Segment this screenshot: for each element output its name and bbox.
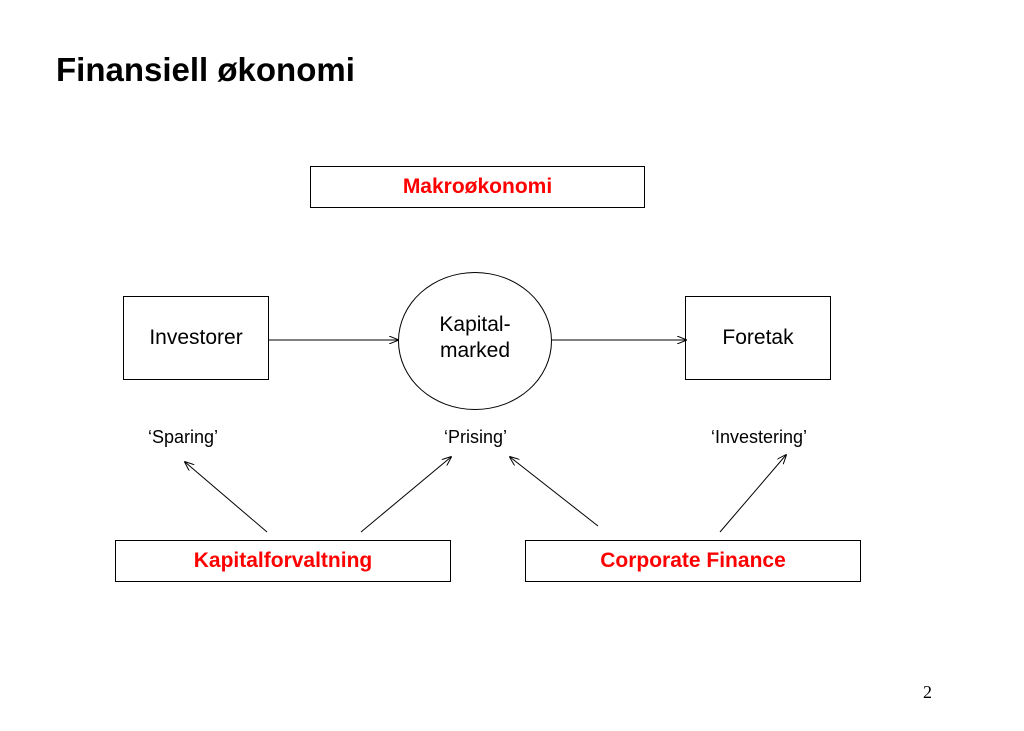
prising-caption: ‘Prising’ (444, 427, 508, 447)
makrookonomi-label: Makroøkonomi (402, 175, 553, 198)
arrow-kapitalforvaltning-to-prising (360, 457, 451, 533)
kapitalforvaltning-label: Kapitalforvaltning (193, 549, 373, 572)
foretak-box: Foretak (685, 296, 831, 380)
page-number: 2 (923, 682, 932, 702)
slide-title: Finansiell økonomi (56, 51, 355, 88)
arrow-kapitalforvaltning-to-sparing (185, 462, 268, 533)
kapitalforvaltning-box: Kapitalforvaltning (115, 540, 451, 582)
corporate-finance-box: Corporate Finance (525, 540, 861, 582)
kapitalmarked-label-line2: marked (439, 339, 510, 362)
corporate-finance-label: Corporate Finance (600, 549, 786, 572)
foretak-label: Foretak (722, 326, 794, 349)
sparing-caption: ‘Sparing’ (148, 427, 219, 447)
arrow-corporate-finance-to-prising (510, 457, 599, 527)
makrookonomi-box: Makroøkonomi (310, 166, 645, 208)
arrow-corporate-finance-to-investering (719, 455, 786, 533)
investorer-box: Investorer (123, 296, 269, 380)
kapitalmarked-label-line1: Kapital- (439, 313, 511, 336)
investorer-label: Investorer (149, 326, 243, 349)
kapitalmarked-ellipse: Kapital- marked (398, 272, 552, 410)
investering-caption: ‘Investering’ (711, 427, 808, 447)
